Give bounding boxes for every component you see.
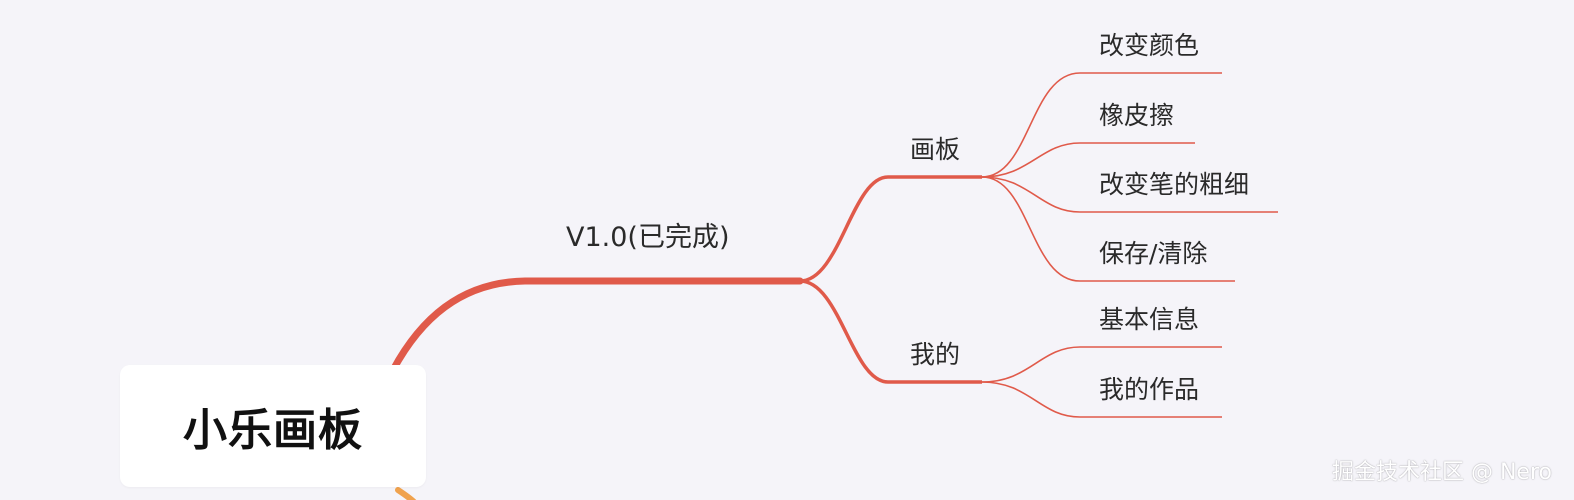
watermark: 掘金技术社区 @ Nero <box>1331 460 1552 485</box>
connector-huaban-to-gaibianyanse <box>981 72 1222 178</box>
connector-v1-to-wode <box>799 279 982 384</box>
topic-huaban[interactable]: 画板 <box>910 137 960 162</box>
connector-wode-to-wodezuopin <box>981 381 1222 418</box>
topic-baocun-label: 保存/清除 <box>1099 239 1208 268</box>
connector-huaban-to-bicu <box>981 176 1278 213</box>
topic-v1[interactable]: V1.0(已完成) <box>566 224 729 251</box>
topic-wodezuopin-label: 我的作品 <box>1099 375 1200 404</box>
topic-huaban-label: 画板 <box>910 135 961 164</box>
root-topic[interactable]: 小乐画板 <box>120 365 426 487</box>
topic-baocun[interactable]: 保存/清除 <box>1099 241 1207 266</box>
topic-wodezuopin[interactable]: 我的作品 <box>1099 377 1199 402</box>
topic-bicu-label: 改变笔的粗细 <box>1099 170 1250 199</box>
connector-root-to-v1 <box>389 277 804 374</box>
connector-orange-partial <box>395 487 417 500</box>
root-topic-label: 小乐画板 <box>183 405 363 456</box>
topic-v1-label: V1.0(已完成) <box>566 222 730 253</box>
connector-huaban-to-xiangpica <box>981 142 1195 178</box>
topic-jibenxinxi[interactable]: 基本信息 <box>1099 307 1199 332</box>
connector-wode-to-jibenxinxi <box>981 346 1222 383</box>
topic-gaibianyanse[interactable]: 改变颜色 <box>1099 33 1199 58</box>
connector-v1-to-huaban <box>799 175 982 283</box>
connector-huaban-to-baocun <box>981 176 1235 282</box>
topic-gaibianyanse-label: 改变颜色 <box>1099 31 1200 60</box>
topic-bicu[interactable]: 改变笔的粗细 <box>1099 172 1249 197</box>
topic-wode-label: 我的 <box>910 340 961 369</box>
topic-jibenxinxi-label: 基本信息 <box>1099 305 1200 334</box>
topic-wode[interactable]: 我的 <box>910 342 960 367</box>
topic-xiangpica[interactable]: 橡皮擦 <box>1099 103 1174 128</box>
topic-xiangpica-label: 橡皮擦 <box>1099 101 1175 130</box>
